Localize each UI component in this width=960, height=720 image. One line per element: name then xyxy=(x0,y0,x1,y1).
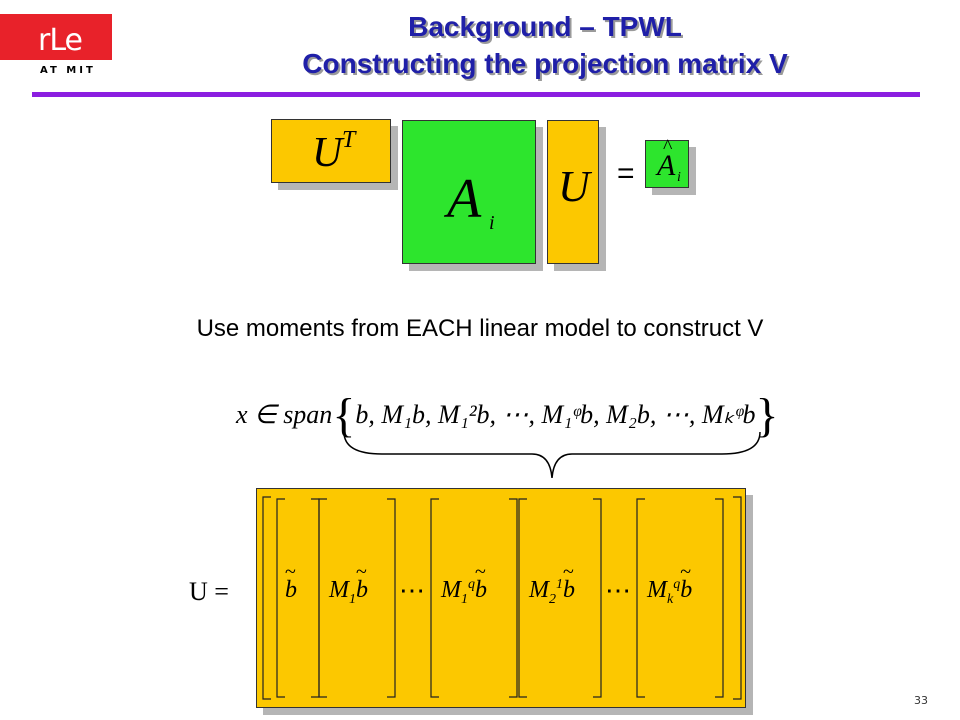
m-subscript: 1 xyxy=(349,591,356,607)
span-terms: b, M₁b, M₁²b, ⋯, M₁ᵠb, M₂b, ⋯, Mₖᵠb xyxy=(355,400,756,429)
column-mkq-b: Mkqb xyxy=(647,561,692,608)
u-matrix-box: U xyxy=(547,120,599,264)
column-m2-b: M21b xyxy=(529,561,575,608)
span-close-brace: } xyxy=(755,389,779,442)
m-subscript: k xyxy=(667,591,674,607)
m-superscript: 1 xyxy=(556,577,563,592)
slide-title-line-1: Background – TPWL xyxy=(408,11,682,42)
b-tilde: b xyxy=(475,561,487,604)
ahat-subscript: i xyxy=(677,170,681,185)
m-subscript: 1 xyxy=(461,591,468,607)
m-symbol: M xyxy=(529,577,549,603)
a-matrix-box: A i xyxy=(402,120,536,264)
m-superscript: q xyxy=(468,577,475,592)
span-lhs: x ∈ span xyxy=(236,400,333,429)
m-subscript: 2 xyxy=(549,591,556,607)
title-underline xyxy=(32,92,920,97)
a-subscript: i xyxy=(489,212,495,234)
page-number: 33 xyxy=(914,694,928,707)
span-open-brace: { xyxy=(332,389,356,442)
b-tilde: b xyxy=(356,561,368,604)
u-column-matrix: b M1b ⋯ M1qb M21b ⋯ Mkqb xyxy=(256,488,746,708)
ut-symbol: U xyxy=(312,130,343,176)
moments-sentence: Use moments from EACH linear model to co… xyxy=(196,315,764,342)
ahat-matrix-box: ^ A i xyxy=(645,136,689,188)
column-m1q-b: M1qb xyxy=(441,561,487,608)
ut-superscript: T xyxy=(342,127,356,153)
b-tilde: b xyxy=(285,561,297,604)
slide-title-line-2: Constructing the projection matrix V xyxy=(302,48,788,79)
ahat-symbol: A xyxy=(657,149,676,182)
underbrace xyxy=(343,431,761,479)
rle-logo: rLe xyxy=(0,14,112,60)
a-symbol: A xyxy=(447,168,482,230)
m-symbol: M xyxy=(647,577,667,603)
b-tilde: b xyxy=(680,561,692,604)
ahat-hat: ^ xyxy=(663,136,673,158)
column-brackets xyxy=(262,496,742,700)
column-ellipsis-1: ⋯ xyxy=(399,575,427,605)
m-superscript: q xyxy=(673,577,681,592)
ut-matrix-box: U T xyxy=(271,119,391,183)
u-matrix-label: U = xyxy=(189,577,229,606)
column-ellipsis-2: ⋯ xyxy=(605,575,633,605)
m-symbol: M xyxy=(329,577,349,603)
logo-subtext: AT MIT xyxy=(40,65,96,76)
column-m1-b: M1b xyxy=(329,561,368,608)
column-b: b xyxy=(285,561,297,604)
logo-text: rLe xyxy=(38,23,83,58)
span-formula: x ∈ span{b, M₁b, M₁²b, ⋯, M₁ᵠb, M₂b, ⋯, … xyxy=(236,388,779,443)
m-symbol: M xyxy=(441,577,461,603)
equals-sign: = xyxy=(617,157,635,190)
u-symbol: U xyxy=(558,162,590,211)
b-tilde: b xyxy=(563,561,575,604)
